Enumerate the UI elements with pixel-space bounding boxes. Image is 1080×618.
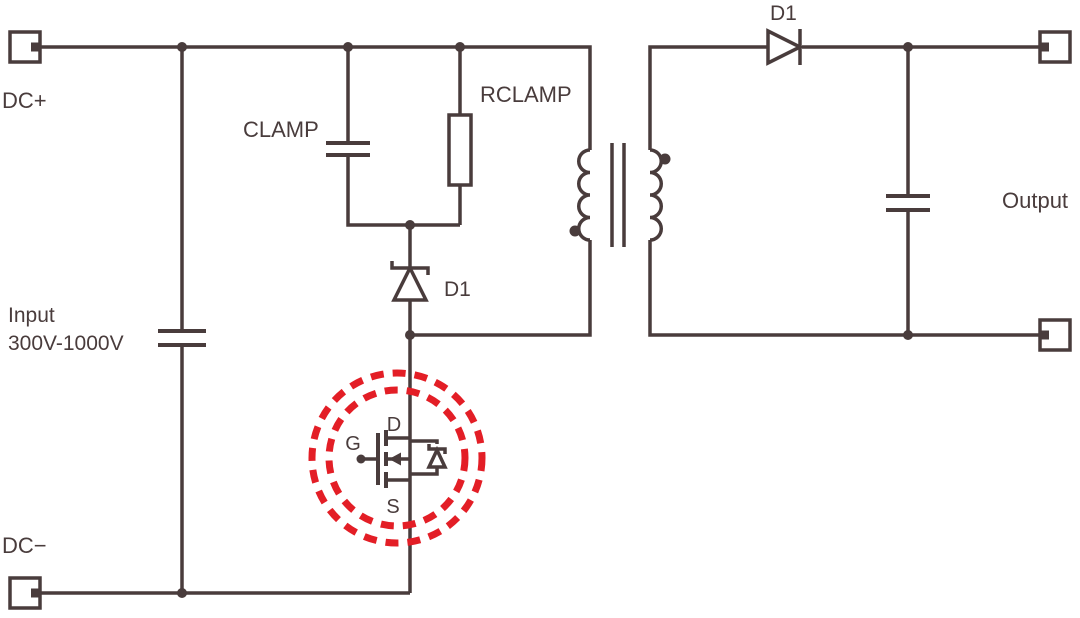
junction-dot <box>405 220 415 230</box>
dc-plus-label: DC+ <box>2 88 47 113</box>
dc-minus-label: DC− <box>2 533 47 558</box>
highlight-outer-ring <box>308 369 486 547</box>
body-diode-link <box>410 439 439 444</box>
primary-phase-dot <box>569 225 581 237</box>
clamp-diode-d1: D1 <box>390 261 471 302</box>
diode-triangle <box>766 28 804 66</box>
junction-dot <box>455 42 465 52</box>
junction-dot <box>177 42 187 52</box>
output-diode-label: D1 <box>770 2 797 25</box>
mosfet-source-label: S <box>386 496 399 518</box>
terminal-pad <box>31 588 40 598</box>
mosfet-highlight <box>308 369 486 547</box>
mosfet-gate-dot <box>356 454 366 464</box>
terminal-pad <box>1040 42 1049 52</box>
input-label-line1: Input <box>8 304 55 327</box>
secondary-winding <box>649 148 663 242</box>
terminal-dc-plus: DC+ <box>2 30 47 113</box>
body-diode-link <box>410 467 439 476</box>
output-capacitor: Output <box>886 188 1068 213</box>
terminal-output-bottom <box>1038 318 1072 352</box>
resistor-body <box>447 113 473 187</box>
mosfet-drain-label: D <box>387 414 401 436</box>
clamp-diode-label: D1 <box>444 278 471 301</box>
junction-dot <box>903 330 913 340</box>
clamp-capacitor: CLAMP <box>243 117 370 157</box>
secondary-top-wire <box>648 45 768 150</box>
terminal-pad <box>1040 330 1049 340</box>
rclamp-label: RCLAMP <box>480 82 572 107</box>
junction-dot <box>903 42 913 52</box>
highlight-inner-ring <box>325 386 469 530</box>
junction-dot <box>405 330 415 340</box>
terminal-output-top <box>1038 30 1072 64</box>
clamp-label: CLAMP <box>243 117 319 142</box>
top-rail-and-primary-drop-wire <box>40 45 592 150</box>
output-diode-d1: D1 <box>766 2 804 66</box>
secondary-bottom-rail-wire <box>648 240 1040 337</box>
wires <box>40 45 1040 595</box>
primary-bottom-wire <box>410 240 592 337</box>
junction-dot <box>177 588 187 598</box>
output-label: Output <box>1002 188 1068 213</box>
secondary-phase-dot <box>659 153 671 165</box>
terminal-pad <box>31 42 40 52</box>
terminal-dc-minus: DC− <box>2 533 47 610</box>
junction-dot <box>343 42 353 52</box>
mosfet-gate-label: G <box>345 433 361 455</box>
clamp-bus-wire <box>346 155 460 227</box>
body-diode-triangle <box>426 445 448 469</box>
primary-winding <box>577 148 591 242</box>
mosfet-body-arrow <box>389 452 401 466</box>
rclamp-resistor: RCLAMP <box>447 82 572 187</box>
junction-dots <box>177 42 913 598</box>
input-label-line2: 300V-1000V <box>8 332 124 355</box>
input-capacitor: Input 300V-1000V <box>8 304 206 355</box>
mosfet: D G S <box>345 414 448 518</box>
transformer <box>569 143 671 247</box>
diode-triangle <box>391 264 429 302</box>
